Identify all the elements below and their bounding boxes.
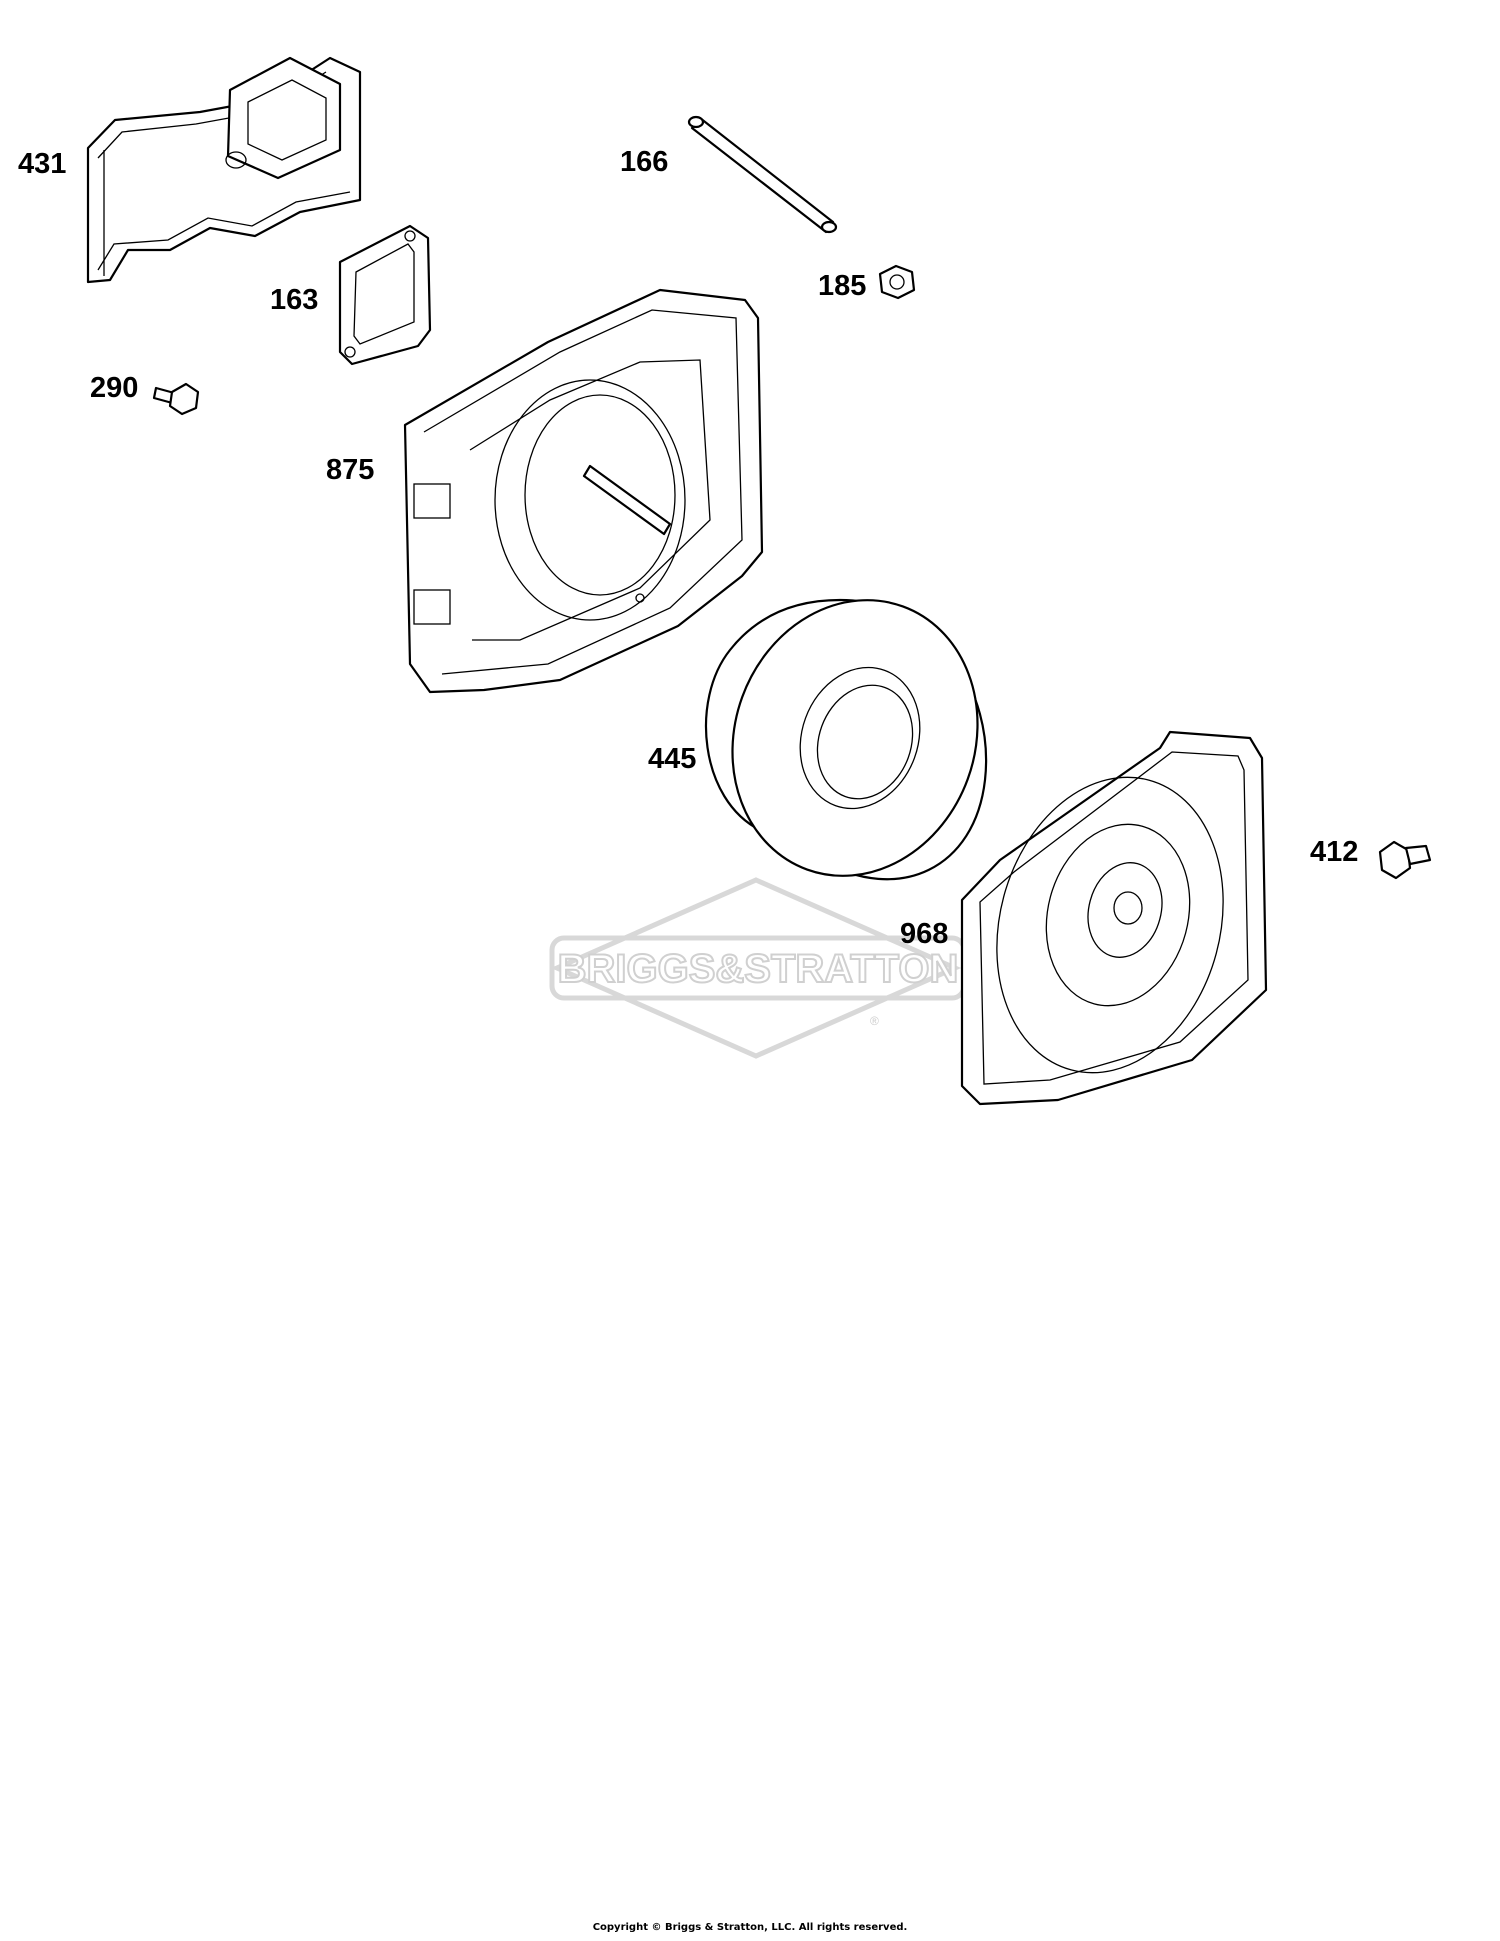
part-163-gasket (338, 224, 432, 366)
callout-290: 290 (90, 372, 139, 404)
callout-166: 166 (620, 146, 669, 178)
watermark-registered-mark: ® (870, 1014, 879, 1028)
callout-431: 431 (18, 148, 67, 180)
callout-163: 163 (270, 284, 319, 316)
part-166-stud (687, 115, 838, 234)
watermark-brand-text: BRIGGS&STRATTON (558, 947, 959, 991)
part-290-bolt (152, 382, 200, 416)
copyright-footer: Copyright © Briggs & Stratton, LLC. All … (592, 1922, 908, 1933)
callout-185: 185 (818, 270, 867, 302)
part-875-air-cleaner-base (403, 288, 764, 694)
callout-412: 412 (1310, 836, 1359, 868)
callout-445: 445 (648, 743, 697, 775)
part-412-wing-nut (1378, 840, 1432, 880)
part-431-air-intake-elbow (86, 56, 362, 284)
part-185-nut (878, 264, 916, 300)
brand-watermark-logo: BRIGGS&STRATTON ® (549, 877, 967, 1059)
part-445-filter-element (704, 598, 988, 881)
callout-968: 968 (900, 918, 949, 950)
part-968-air-cleaner-cover (960, 730, 1268, 1106)
callout-875: 875 (326, 454, 375, 486)
